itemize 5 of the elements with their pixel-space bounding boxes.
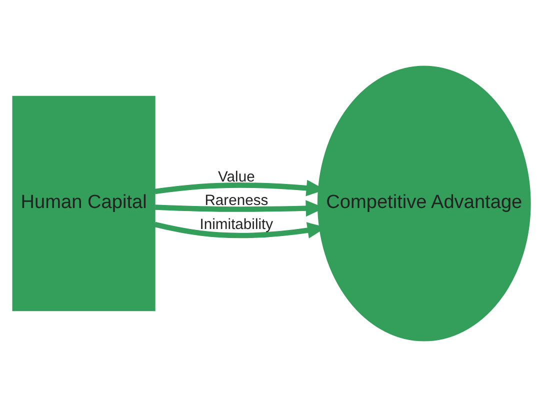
edge-label: Value <box>218 168 255 185</box>
node-ellipse: Competitive Advantage <box>317 65 531 341</box>
edge-label: Inimitability <box>200 216 274 233</box>
edge-label: Rareness <box>204 192 268 208</box>
node-box: Human Capital <box>12 95 156 311</box>
